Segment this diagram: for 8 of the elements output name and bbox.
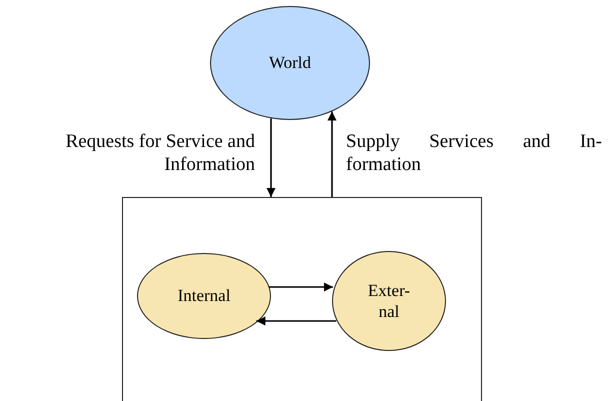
arrow: [256, 316, 336, 326]
arrow: [328, 112, 336, 197]
node-label: Internal: [178, 285, 230, 307]
arrow: [268, 282, 333, 292]
node-label: World: [268, 52, 312, 74]
container-box: [122, 197, 482, 401]
node-label: Exter- nal: [366, 280, 412, 322]
arrow: [266, 118, 276, 197]
